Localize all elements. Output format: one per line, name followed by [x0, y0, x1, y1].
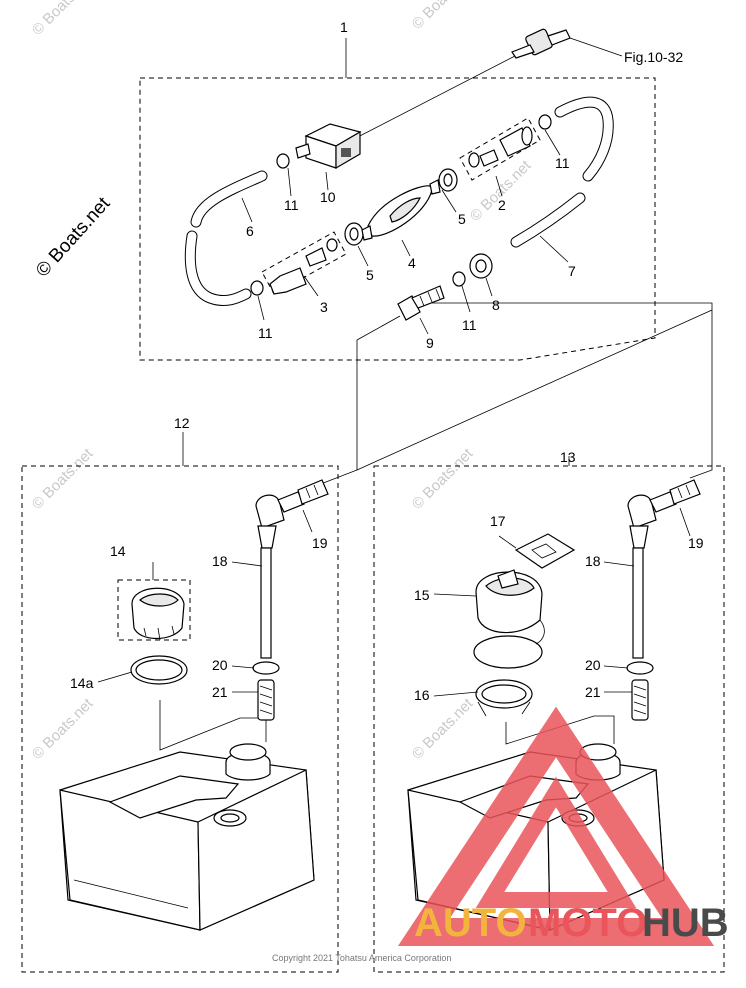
callout-20-right: 20: [585, 657, 601, 673]
watermark-top-left: © Boats.net: [29, 0, 97, 39]
callout-10: 10: [320, 189, 336, 205]
callout-19-left: 19: [312, 535, 328, 551]
watermark-upper-mid: © Boats.net: [467, 157, 535, 225]
part-8-ring: [469, 253, 493, 279]
watermarks: © Boats.net © Boats.net © Boats.net © Bo…: [29, 0, 535, 763]
callout-8: 8: [492, 297, 500, 313]
callout-12: 12: [174, 415, 190, 431]
callout-21-left: 21: [212, 684, 228, 700]
callout-18-left: 18: [212, 553, 228, 569]
group-12-box: [21, 465, 339, 973]
callout-labels: 1 10 11 6 11 2 5 4 5 7 11 3 11 8 9 Fig.1…: [70, 19, 704, 703]
part-10-fitting: [295, 123, 362, 170]
part-14-cap: [117, 562, 191, 641]
callout-21-right: 21: [585, 684, 601, 700]
watermark-left-low: © Boats.net: [29, 695, 97, 763]
logo-text-auto: AUTO: [414, 901, 527, 945]
logo-text-hub: HUB: [642, 901, 729, 945]
figure-reference: Fig.10-32: [624, 49, 683, 65]
callout-15: 15: [414, 587, 430, 603]
callout-16: 16: [414, 687, 430, 703]
part-11-clips: [250, 114, 552, 296]
part-7-hose: [510, 96, 614, 248]
watermark-main: © Boats.net: [32, 193, 115, 282]
callout-7: 7: [568, 263, 576, 279]
callout-3: 3: [320, 299, 328, 315]
part-15-cap: [473, 569, 545, 669]
watermark-left-mid: © Boats.net: [29, 445, 97, 513]
callout-19-right: 19: [688, 535, 704, 551]
callout-20-left: 20: [212, 657, 228, 673]
part-17-gasket: [498, 533, 576, 569]
part-2-valve: [459, 117, 541, 181]
callout-11-bottom-left: 11: [258, 325, 273, 341]
pickup-right: [626, 479, 701, 721]
callout-2: 2: [498, 197, 506, 213]
part-4-primer-bulb: [361, 179, 441, 241]
pickup-left: [252, 479, 329, 721]
part-16-ring: [475, 679, 533, 717]
callout-6: 6: [246, 223, 254, 239]
callout-18-right: 18: [585, 553, 601, 569]
part-14a-o-ring: [130, 655, 188, 685]
callout-11-top-right: 11: [555, 155, 570, 171]
part-6-hose: [184, 170, 268, 306]
callout-11-bottom-right: 11: [462, 317, 477, 333]
part-9-connector: [397, 285, 445, 321]
part-3-valve: [261, 231, 347, 295]
callout-11-top-left: 11: [284, 197, 299, 213]
watermark-right-low: © Boats.net: [409, 695, 477, 763]
callout-17: 17: [490, 513, 506, 529]
group-13-box: [373, 465, 725, 973]
watermark-top-center: © Boats.net: [409, 0, 477, 33]
callout-14: 14: [110, 543, 126, 559]
engine-connector: [351, 28, 623, 141]
watermark-right-mid: © Boats.net: [409, 445, 477, 513]
callout-5-left: 5: [366, 267, 374, 283]
copyright-text: Copyright 2021 Tohatsu America Corporati…: [272, 953, 451, 963]
callout-14a: 14a: [70, 675, 94, 691]
tank-left: [59, 700, 315, 931]
connection-line-left: [299, 315, 401, 493]
callout-1: 1: [340, 19, 348, 35]
logo-text-moto: MOTO: [528, 901, 647, 945]
callout-5-right: 5: [458, 211, 466, 227]
callout-13: 13: [560, 449, 576, 465]
connection-line-cross: [356, 309, 713, 471]
callout-4: 4: [408, 255, 416, 271]
callout-leaders: [97, 129, 691, 697]
part-5-rings: [344, 168, 458, 246]
callout-9: 9: [426, 335, 434, 351]
automotohub-logo: AUTO MOTO HUB: [397, 706, 729, 946]
logo-triangle-icon: [397, 706, 715, 946]
connection-line-right: [432, 302, 713, 479]
